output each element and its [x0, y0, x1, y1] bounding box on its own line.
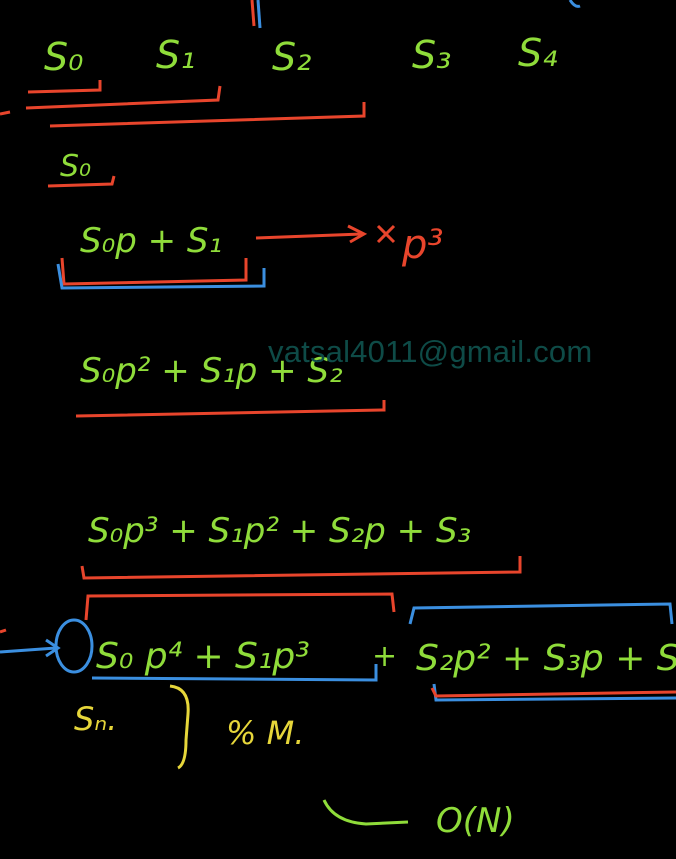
term-s3: S₃: [412, 33, 451, 77]
note-sn: Sₙ.: [74, 700, 117, 738]
top-bracket-stroke-red: [250, 0, 256, 27]
arrow-shaft: [255, 232, 363, 240]
line5-left-bracket-bottom: [91, 664, 378, 682]
line5-incoming-arrow: [0, 646, 57, 654]
line2-bracket-red: [60, 257, 248, 286]
line4-underline: [80, 556, 522, 580]
line2-target: p³: [401, 222, 443, 268]
arrow-head: [347, 224, 368, 244]
line2-expression: S₀p + S₁: [80, 221, 222, 261]
line3-expression: S₀p² + S₁p + S₂: [80, 351, 343, 391]
top-bracket-stroke-right: [568, 0, 581, 8]
line3-underline: [75, 400, 386, 418]
complexity-swoosh: [322, 799, 409, 826]
bracket-s0-s1: [25, 85, 222, 110]
complexity-label: O(N): [436, 801, 515, 841]
watermark-email: vatsal4011@gmail.com: [268, 334, 593, 369]
line5-right-bracket-bottom: [432, 683, 676, 702]
line2-bracket-blue: [56, 263, 266, 290]
term-s0: S₀: [44, 35, 83, 79]
line5-right-expression: S₂p² + S₃p + S₄: [416, 638, 676, 679]
start-circle: [54, 618, 94, 674]
line1-underline: [47, 175, 116, 188]
bracket-left-edge: [0, 110, 11, 116]
line5-right-bracket-red: [430, 687, 676, 698]
line5-left-bracket-top: [84, 592, 396, 621]
line5-right-bracket-top: [408, 602, 674, 625]
term-s2: S₂: [272, 35, 311, 79]
note-mod: % M.: [226, 714, 304, 752]
line5-arrow-head: [45, 638, 61, 658]
line5-incoming-arrow-red: [0, 628, 7, 634]
bracket-s0: [27, 80, 102, 94]
line5-left-expression: S₀ p⁴ + S₁p³: [96, 636, 310, 677]
multiply-sign: [376, 224, 396, 244]
top-bracket-stroke-blue: [256, 0, 262, 29]
line1-expression: S₀: [60, 149, 91, 184]
term-s4: S₄: [518, 31, 557, 75]
line4-expression: S₀p³ + S₁p² + S₂p + S₃: [88, 511, 471, 551]
term-s1: S₁: [156, 33, 195, 77]
note-brace: [169, 684, 190, 770]
bracket-s0-s2: [49, 102, 366, 128]
